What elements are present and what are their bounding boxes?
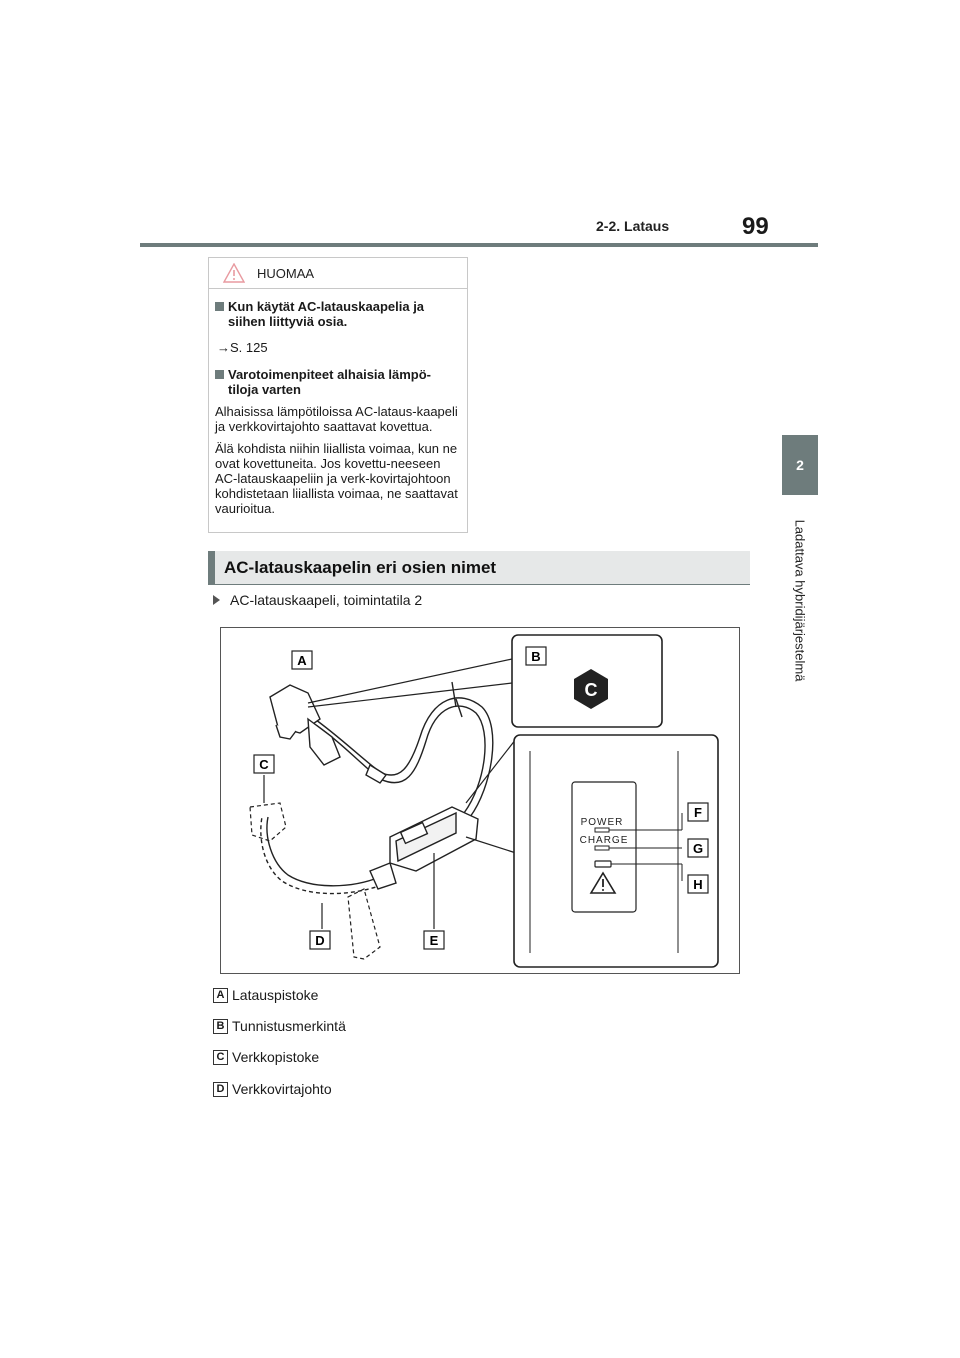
callout-G: G [687, 838, 709, 858]
notice-title: HUOMAA [257, 265, 315, 281]
svg-text:D: D [315, 933, 324, 948]
charging-cable-drawing [260, 681, 494, 895]
page-number: 99 [742, 213, 769, 240]
callout-H: H [687, 874, 709, 894]
svg-text:H: H [693, 877, 702, 892]
notice-body: Kun käytät AC-latauskaapelia ja siihen l… [209, 289, 467, 516]
mains-plug-drawing [249, 802, 287, 842]
legend-key: A [213, 987, 228, 1003]
callout-F: F [687, 802, 709, 822]
subheading: AC-latauskaapeli, toimintatila 2 [213, 592, 422, 608]
svg-text:C: C [259, 757, 269, 772]
legend-item: B Tunnistusmerkintä [213, 1018, 346, 1034]
section-heading: AC-latauskaapelin eri osien nimet [208, 551, 750, 585]
notice-item: Kun käytät AC-latauskaapelia ja siihen l… [215, 299, 461, 329]
callout-C: C [253, 754, 275, 774]
callout-B: B [525, 646, 547, 666]
power-label: POWER [581, 817, 624, 828]
arrow-right-icon [213, 595, 220, 605]
heading-bar [208, 551, 215, 585]
svg-text:A: A [297, 653, 307, 668]
section-title: 2-2. Lataus [596, 218, 670, 234]
callout-E: E [423, 930, 445, 950]
marking-symbol-letter: C [585, 680, 598, 700]
section-heading-text: AC-latauskaapelin eri osien nimet [224, 558, 497, 577]
marking-symbol-icon [574, 669, 608, 709]
caution-triangle-icon [223, 263, 245, 283]
callout-D: D [309, 930, 331, 950]
legend-item: D Verkkovirtajohto [213, 1081, 332, 1097]
svg-text:F: F [694, 805, 702, 820]
chapter-title-text: Ladattava hybridijärjestelmä [792, 519, 808, 681]
notice-box: HUOMAA Kun käytät AC-latauskaapelia ja s… [208, 257, 468, 533]
notice-item: Varotoimenpiteet alhaisia lämpö-tiloja v… [215, 367, 461, 397]
notice-item-heading: Varotoimenpiteet alhaisia lämpö-tiloja v… [228, 367, 431, 397]
chapter-number: 2 [796, 457, 804, 473]
subheading-text: AC-latauskaapeli, toimintatila 2 [230, 592, 423, 608]
legend-label: Latauspistoke [232, 987, 319, 1003]
legend-key: B [213, 1018, 228, 1034]
charge-label: CHARGE [580, 835, 629, 846]
header-rule [140, 243, 818, 247]
legend-key: C [213, 1049, 228, 1065]
legend-key: D [213, 1081, 228, 1097]
legend-item: A Latauspistoke [213, 987, 318, 1003]
notice-item-heading: Kun käytät AC-latauskaapelia ja siihen l… [228, 299, 425, 329]
notice-paragraph: Älä kohdista niihin liiallista voimaa, k… [215, 441, 458, 516]
svg-text:B: B [531, 649, 540, 664]
callout-A: A [291, 650, 313, 670]
notice-paragraph: Alhaisissa lämpötiloissa AC-lataus-kaape… [215, 404, 458, 434]
svg-text:G: G [693, 841, 703, 856]
bullet-square-icon [215, 302, 224, 311]
tag-drawing [347, 888, 381, 960]
charging-plug-drawing [269, 684, 388, 784]
control-box-drawing [369, 806, 479, 890]
chapter-tab: 2 [782, 435, 818, 495]
bullet-square-icon [215, 370, 224, 379]
svg-text:E: E [430, 933, 439, 948]
legend-label: Verkkopistoke [232, 1049, 320, 1065]
chapter-title: Ladattava hybridijärjestelmä [778, 505, 822, 695]
legend-label: Verkkovirtajohto [232, 1081, 332, 1097]
notice-header: HUOMAA [209, 258, 467, 289]
warning-indicator-icon [589, 871, 617, 894]
page-reference: →S. 125 [217, 340, 268, 355]
legend-item: C Verkkopistoke [213, 1049, 319, 1065]
cable-illustration: C POWER CHARGE A B C D E F G H [220, 627, 740, 974]
legend-label: Tunnistusmerkintä [232, 1018, 346, 1034]
